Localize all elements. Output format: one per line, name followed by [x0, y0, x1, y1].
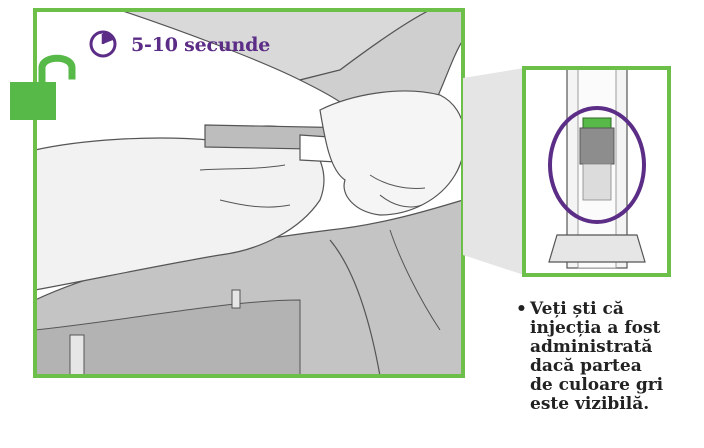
- inset-gray-indicator: [580, 128, 614, 164]
- clock-icon: [91, 32, 115, 56]
- inset-base: [549, 235, 645, 262]
- note-line-2: injecția a fost: [530, 319, 702, 338]
- magnify-wedge: [463, 68, 524, 275]
- note-bullet: •: [516, 300, 527, 319]
- inset-gray-lower: [583, 164, 611, 200]
- inset-green-plunger: [583, 118, 611, 128]
- belt-loop-small: [232, 290, 240, 308]
- note-line-3: administrată: [530, 338, 702, 357]
- inset-view: [524, 68, 669, 275]
- note-line-6: este vizibilă.: [530, 395, 702, 414]
- note-line-1: Veți ști că: [530, 300, 702, 319]
- note-line-4: dacă partea: [530, 357, 702, 376]
- timer-label: 5-10 secunde: [131, 34, 270, 56]
- injection-complete-note: • Veți ști că injecția a fost administra…: [530, 300, 702, 414]
- note-line-5: de culoare gri: [530, 376, 702, 395]
- belt-loop: [70, 335, 84, 376]
